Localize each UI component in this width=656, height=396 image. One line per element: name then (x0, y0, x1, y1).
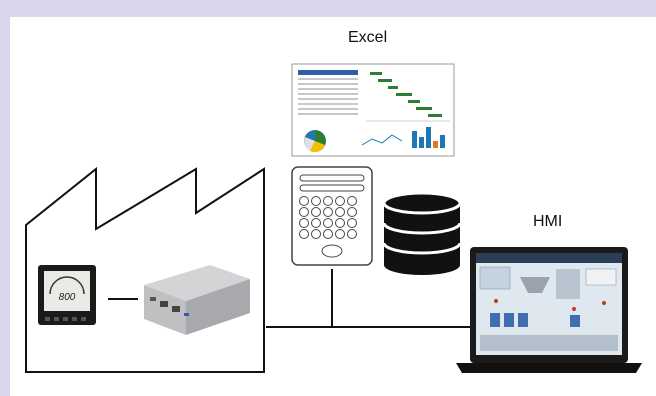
diagram-drawing: 800 (25, 63, 642, 373)
calculator-key (311, 196, 321, 206)
calculator-key (323, 229, 333, 239)
calculator-key (311, 207, 321, 217)
calculator-key (299, 207, 309, 217)
excel-bar-group (412, 127, 445, 148)
diagram-canvas: Excel HMI (10, 17, 656, 396)
calculator-key (323, 207, 333, 217)
network-lines (266, 269, 470, 328)
laptop-icon (456, 247, 642, 373)
calculator-key (347, 218, 357, 228)
calculator-key (299, 196, 309, 206)
database-icon (382, 191, 462, 275)
hmi-label: HMI (533, 213, 563, 230)
calculator-key (323, 218, 333, 228)
calculator-key (347, 229, 357, 239)
excel-thumbnail (291, 63, 455, 157)
gateway-device-icon (144, 265, 250, 335)
calculator-key (347, 196, 357, 206)
calculator-key (335, 218, 345, 228)
calculator-key (299, 229, 309, 239)
calculator-key (323, 196, 333, 206)
factory-icon (25, 166, 265, 373)
calculator-key (311, 218, 321, 228)
calculator-key (335, 229, 345, 239)
power-meter-icon: 800 (38, 265, 96, 325)
calculator-key (311, 229, 321, 239)
meter-display: 800 (59, 292, 76, 303)
excel-label: Excel (348, 29, 388, 46)
calculator-key (335, 196, 345, 206)
calculator-key (335, 207, 345, 217)
calculator-key (299, 218, 309, 228)
calculator-key (347, 207, 357, 217)
calculator-icon (291, 166, 373, 266)
